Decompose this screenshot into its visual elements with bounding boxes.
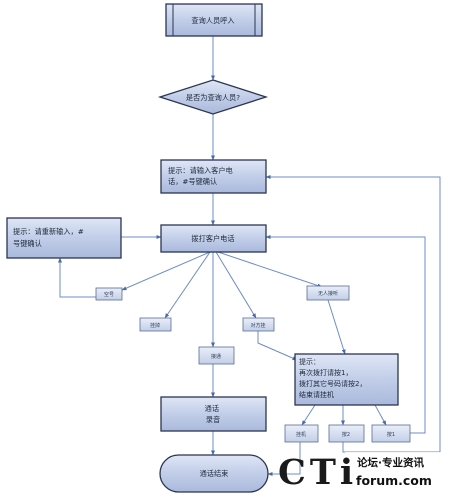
key2-label: 按2 xyxy=(342,431,350,438)
arrow-options-to-key1 xyxy=(374,404,387,426)
connected-label: 接通 xyxy=(211,353,221,360)
arrow-dial-to-hungup xyxy=(164,251,211,319)
otherparty-box: 对方挂 xyxy=(242,317,275,332)
arrow-noanswer-to-options xyxy=(327,299,346,355)
prompt-account-box: 提示：请输入客户电 话，#号键确认 xyxy=(160,159,267,194)
svg-text:提示：请重新输入，# 号键确认: 提示：请重新输入，# 号键确认 xyxy=(13,227,86,248)
prompt-options-line2: 再次拨打请按1， xyxy=(299,368,352,377)
otherparty-label: 对方挂 xyxy=(250,322,265,329)
arrow-hangup-to-end-loop xyxy=(267,442,301,476)
recording-line1: 通话 xyxy=(205,404,219,413)
svg-text:提示：请输入客户电 话，#号键确认: 提示：请输入客户电 话，#号键确认 xyxy=(168,166,235,186)
key1-box: 按1 xyxy=(371,424,411,443)
start-box: 查询人员呼入 xyxy=(165,3,263,37)
prompt-account-line2: 话，#号键确认 xyxy=(168,177,217,186)
arrow-dial-to-noanswer xyxy=(217,251,323,288)
noanswer-label: 无人接听 xyxy=(318,290,338,297)
arrow-dial-to-otherparty xyxy=(215,251,257,319)
watermark: CTi 论坛·专业资讯 forum.com xyxy=(278,452,453,496)
arrow-otherparty-to-options xyxy=(257,330,298,361)
prompt-options-line4: 结束请挂机 xyxy=(299,390,334,399)
watermark-brand: CTi xyxy=(278,452,357,493)
arrow-key1-to-dial-loop xyxy=(265,235,426,434)
hungup-box: 挂掉 xyxy=(139,317,172,332)
end-label: 通话结束 xyxy=(200,469,229,478)
noanswer-box: 无人接听 xyxy=(306,285,350,301)
key2-box: 按2 xyxy=(328,424,365,443)
hungup-label: 挂掉 xyxy=(150,322,160,329)
recording-box: 通话 录音 xyxy=(160,396,267,432)
hangup-box: 挂机 xyxy=(284,424,319,443)
arrow-dial-to-busy xyxy=(121,251,211,291)
prompt-options-line1: 提示： xyxy=(299,357,320,366)
busy-label: 空号 xyxy=(104,291,114,298)
arrow-busy-to-reenter xyxy=(58,257,101,298)
arrow-key2-to-prompt-loop xyxy=(265,175,441,453)
start-label: 查询人员呼入 xyxy=(191,16,234,25)
connected-box: 接通 xyxy=(198,346,235,365)
prompt-options-line3: 拨打其它号码请按2， xyxy=(299,379,366,388)
recording-line2: 录音 xyxy=(206,415,220,424)
prompt-reenter-box: 提示：请重新输入，# 号键确认 xyxy=(6,217,122,259)
svg-text:通话 录音: 通话 录音 xyxy=(205,404,222,424)
decision-label: 是否为查询人员? xyxy=(186,93,240,102)
svg-text:提示： 再次拨打请按1， 拨打其它号: 提示： 再次拨打请按1， 拨打其它号码请按2， 结束请挂机 xyxy=(299,357,369,399)
watermark-url: forum.com xyxy=(356,473,432,488)
prompt-reenter-line2: 号键确认 xyxy=(13,239,42,248)
end-terminator: 通话结束 xyxy=(159,454,269,493)
connectors xyxy=(58,36,441,476)
prompt-account-line1: 提示：请输入客户电 xyxy=(168,166,233,175)
prompt-reenter-line1: 提示：请重新输入，# xyxy=(13,227,84,236)
prompt-options-box: 提示： 再次拨打请按1， 拨打其它号码请按2， 结束请挂机 xyxy=(294,353,399,406)
dial-customer-box: 拨打客户电话 xyxy=(160,224,267,253)
busy-box: 空号 xyxy=(95,287,123,301)
dial-customer-label: 拨打客户电话 xyxy=(191,234,234,243)
watermark-slogan: 论坛·专业资讯 xyxy=(357,456,424,469)
key1-label: 按1 xyxy=(387,431,395,438)
arrow-options-to-hangup xyxy=(301,404,316,426)
hangup-label: 挂机 xyxy=(296,431,306,438)
decision-diamond: 是否为查询人员? xyxy=(157,79,269,115)
